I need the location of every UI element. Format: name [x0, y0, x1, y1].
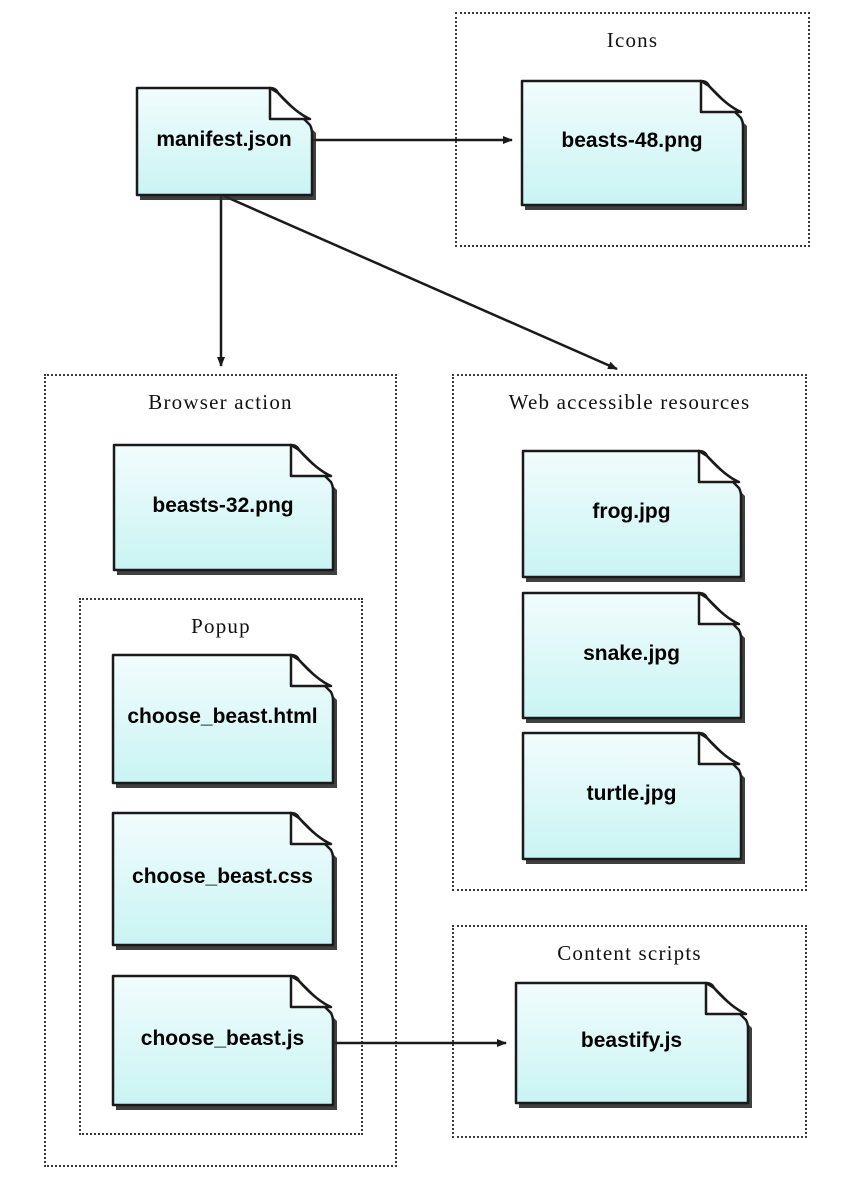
group-browser-action: Browser action — [44, 374, 397, 1167]
file-node-beasts-32-png[interactable]: beasts-32.png — [112, 443, 337, 575]
file-node-choose-beast-css[interactable]: choose_beast.css — [111, 811, 337, 950]
group-web-accessible-resources: Web accessible resources — [452, 374, 807, 891]
file-node-choose-beast-js[interactable]: choose_beast.js — [111, 974, 337, 1110]
group-label-browser-action: Browser action — [148, 390, 293, 414]
file-node-choose-beast-html[interactable]: choose_beast.html — [111, 653, 337, 788]
group-label-content-scripts: Content scripts — [557, 941, 702, 965]
group-content-scripts: Content scripts — [452, 925, 807, 1138]
file-node-turtle-jpg[interactable]: turtle.jpg — [521, 731, 745, 864]
file-node-snake-jpg[interactable]: snake.jpg — [521, 591, 745, 723]
group-label-icons: Icons — [606, 28, 659, 52]
file-node-beasts-48-png[interactable]: beasts-48.png — [520, 79, 747, 210]
file-node-frog-jpg[interactable]: frog.jpg — [521, 449, 745, 582]
file-node-manifest-json[interactable]: manifest.json — [135, 86, 316, 200]
file-node-beastify-js[interactable]: beastify.js — [514, 981, 752, 1108]
group-label-popup: Popup — [191, 614, 251, 638]
group-popup: Popup — [79, 598, 363, 1135]
group-icons: Icons — [455, 12, 810, 247]
group-label-web-accessible-resources: Web accessible resources — [508, 390, 751, 414]
